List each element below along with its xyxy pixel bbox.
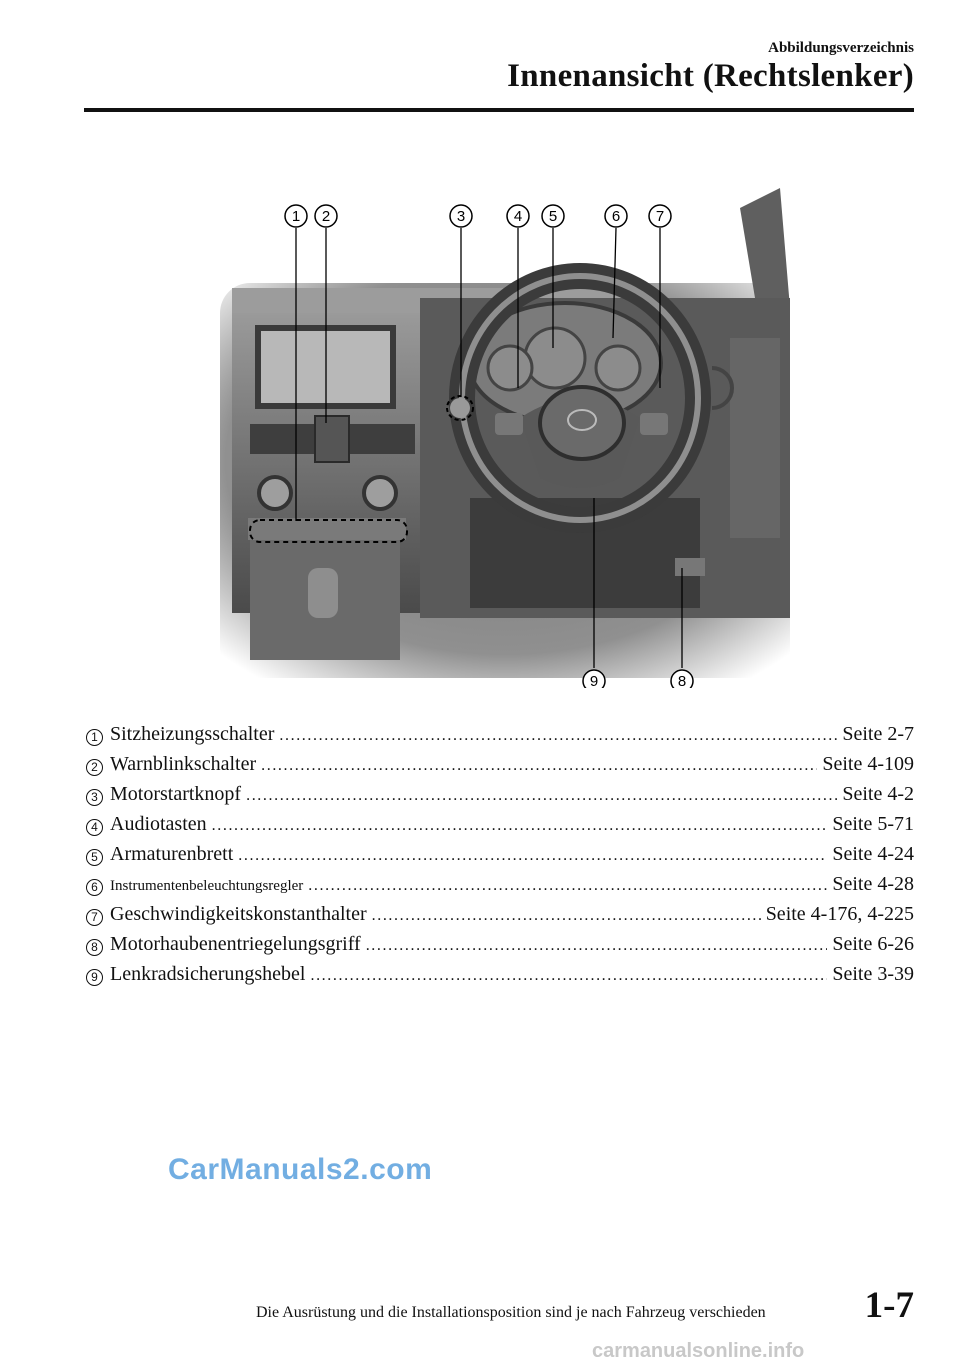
legend-item: 9 Lenkradsicherungshebel Seite 3-39 [84,963,914,993]
callout-3: 3 [449,204,473,228]
audio-buttons [495,413,523,435]
page-reference: Seite 4-2 [842,783,914,805]
svg-text:2: 2 [322,208,330,225]
legend-label: Sitzheizungsschalter [110,723,275,745]
leader-dots [366,937,828,955]
legend-number: 1 [86,728,103,746]
legend-label: Audiotasten [110,813,207,835]
footer-note: Die Ausrüstung und die Installationsposi… [256,1304,766,1321]
leader-dots [261,757,817,775]
header-section-label: Abbildungsverzeichnis [768,40,914,56]
leader-dots [246,787,837,805]
svg-text:6: 6 [612,208,620,225]
leader-dots [212,817,828,835]
callout-5: 5 [541,204,565,228]
legend-item: 4 Audiotasten Seite 5-71 [84,813,914,843]
legend-number: 7 [86,908,103,926]
svg-text:3: 3 [457,208,465,225]
legend-label: Lenkradsicherungshebel [110,963,306,985]
svg-text:7: 7 [656,208,664,225]
header-divider [84,108,914,112]
callout-2: 2 [314,204,338,228]
legend-list: 1 Sitzheizungsschalter Seite 2-7 2 Warnb… [84,723,914,993]
legend-item: 8 Motorhaubenentriegelungsgriff Seite 6-… [84,933,914,963]
legend-label: Warnblinkschalter [110,753,257,775]
svg-text:4: 4 [514,208,522,225]
page-reference: Seite 4-109 [822,753,914,775]
leader-dots [308,877,827,895]
legend-label: Instrumentenbeleuchtungsregler [110,878,304,894]
legend-label: Motorhaubenentriegelungsgriff [110,933,361,955]
page-number: 1-7 [864,1285,914,1326]
page-reference: Seite 4-176, 4-225 [765,903,914,925]
legend-item: 2 Warnblinkschalter Seite 4-109 [84,753,914,783]
engine-start-button [450,398,470,418]
legend-number: 9 [86,968,103,986]
callout-6: 6 [604,204,628,228]
legend-item: 1 Sitzheizungsschalter Seite 2-7 [84,723,914,753]
svg-text:5: 5 [549,208,557,225]
svg-text:1: 1 [292,208,300,225]
svg-text:8: 8 [678,673,686,688]
leader-dots [310,967,827,985]
hood-release-handle [675,558,705,576]
legend-number: 6 [86,878,103,896]
watermark-link[interactable]: CarManuals2.com [168,1153,433,1186]
page-reference: Seite 5-71 [832,813,914,835]
legend-item: 6 Instrumentenbeleuchtungsregler Seite 4… [84,873,914,903]
page-title: Innenansicht (Rechtslenker) [507,58,914,94]
callout-7: 7 [648,204,672,228]
callout-9: 9 [582,669,606,693]
page-reference: Seite 2-7 [842,723,914,745]
cruise-control-buttons [640,413,668,435]
legend-number: 8 [86,938,103,956]
svg-text:9: 9 [590,673,598,688]
page-reference: Seite 4-28 [832,873,914,895]
page-reference: Seite 4-24 [832,843,914,865]
legend-label: Armaturenbrett [110,843,234,865]
legend-item: 3 Motorstartknopf Seite 4-2 [84,783,914,813]
callout-1: 1 [284,204,308,228]
callout-4: 4 [506,204,530,228]
legend-number: 4 [86,818,103,836]
page-reference: Seite 3-39 [832,963,914,985]
legend-label: Geschwindigkeitskonstanthalter [110,903,367,925]
dashboard-illustration: 1 2 3 4 5 6 7 9 8 [220,188,790,693]
leader-dots [238,847,827,865]
page-reference: Seite 6-26 [832,933,914,955]
legend-item: 7 Geschwindigkeitskonstanthalter Seite 4… [84,903,914,933]
legend-label: Motorstartknopf [110,783,242,805]
legend-number: 3 [86,788,103,806]
leader-dots [279,727,837,745]
source-watermark: carmanualsonline.info [592,1340,805,1362]
callout-8: 8 [670,669,694,693]
legend-number: 5 [86,848,103,866]
legend-item: 5 Armaturenbrett Seite 4-24 [84,843,914,873]
leader-dots [372,907,761,925]
seat-heater-switch-highlight [249,519,408,543]
legend-number: 2 [86,758,103,776]
a-pillar [740,188,790,328]
